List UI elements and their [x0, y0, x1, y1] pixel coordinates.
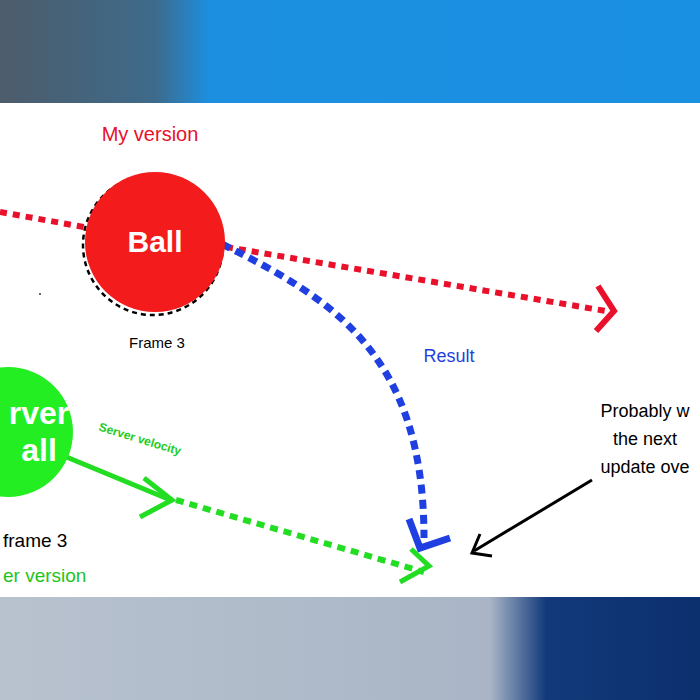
- arrow-head: [140, 478, 172, 517]
- ball-fill: [85, 172, 225, 312]
- frame-label: Frame 3: [105, 334, 209, 352]
- note-text: Probably w the next update ove: [592, 398, 698, 482]
- result-label: Result: [414, 346, 484, 368]
- arrow-head: [409, 519, 450, 548]
- ball-label: rver all: [0, 395, 78, 469]
- client-trajectory: [0, 212, 95, 229]
- server-trajectory: [176, 500, 424, 572]
- speck: [39, 293, 41, 295]
- heading-label: My version: [75, 122, 225, 146]
- client-ball-circle: Ball: [85, 172, 225, 312]
- slide-panel: [0, 103, 700, 597]
- client-trajectory: [226, 247, 606, 311]
- server-ball-circle: rver all: [0, 367, 73, 497]
- heading-label: er version: [3, 565, 123, 588]
- arrow-head: [400, 549, 429, 582]
- video-background: [0, 0, 700, 103]
- result-curve: [222, 244, 424, 538]
- arrow-head: [596, 286, 614, 331]
- video-background: [0, 597, 700, 700]
- frame-label: frame 3: [3, 530, 93, 553]
- arrow-head: [472, 534, 492, 556]
- ball-label: Ball: [90, 225, 220, 260]
- velocity-arrow: [64, 456, 168, 499]
- pointer-arrow: [474, 480, 592, 551]
